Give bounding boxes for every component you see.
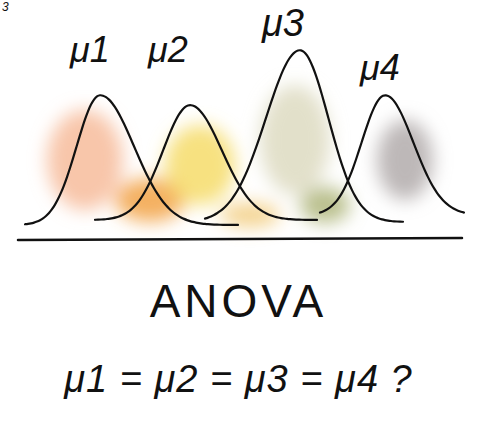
bell-curve [320,95,464,212]
mean-label: μ3 [262,4,304,42]
mean-label: μ4 [360,50,400,86]
axis-baseline [18,238,462,240]
mean-label: μ1 [70,32,110,68]
bell-curve [205,50,403,222]
cropped-glyph: 3 [2,1,9,13]
bell-curve [95,105,317,220]
bell-curve [25,95,238,225]
mean-label: μ2 [148,32,188,68]
diagram-title: ANOVA [150,278,328,324]
hypothesis-equation: μ1 = μ2 = μ3 = μ4 ? [64,360,412,398]
bell-curves [25,50,464,225]
